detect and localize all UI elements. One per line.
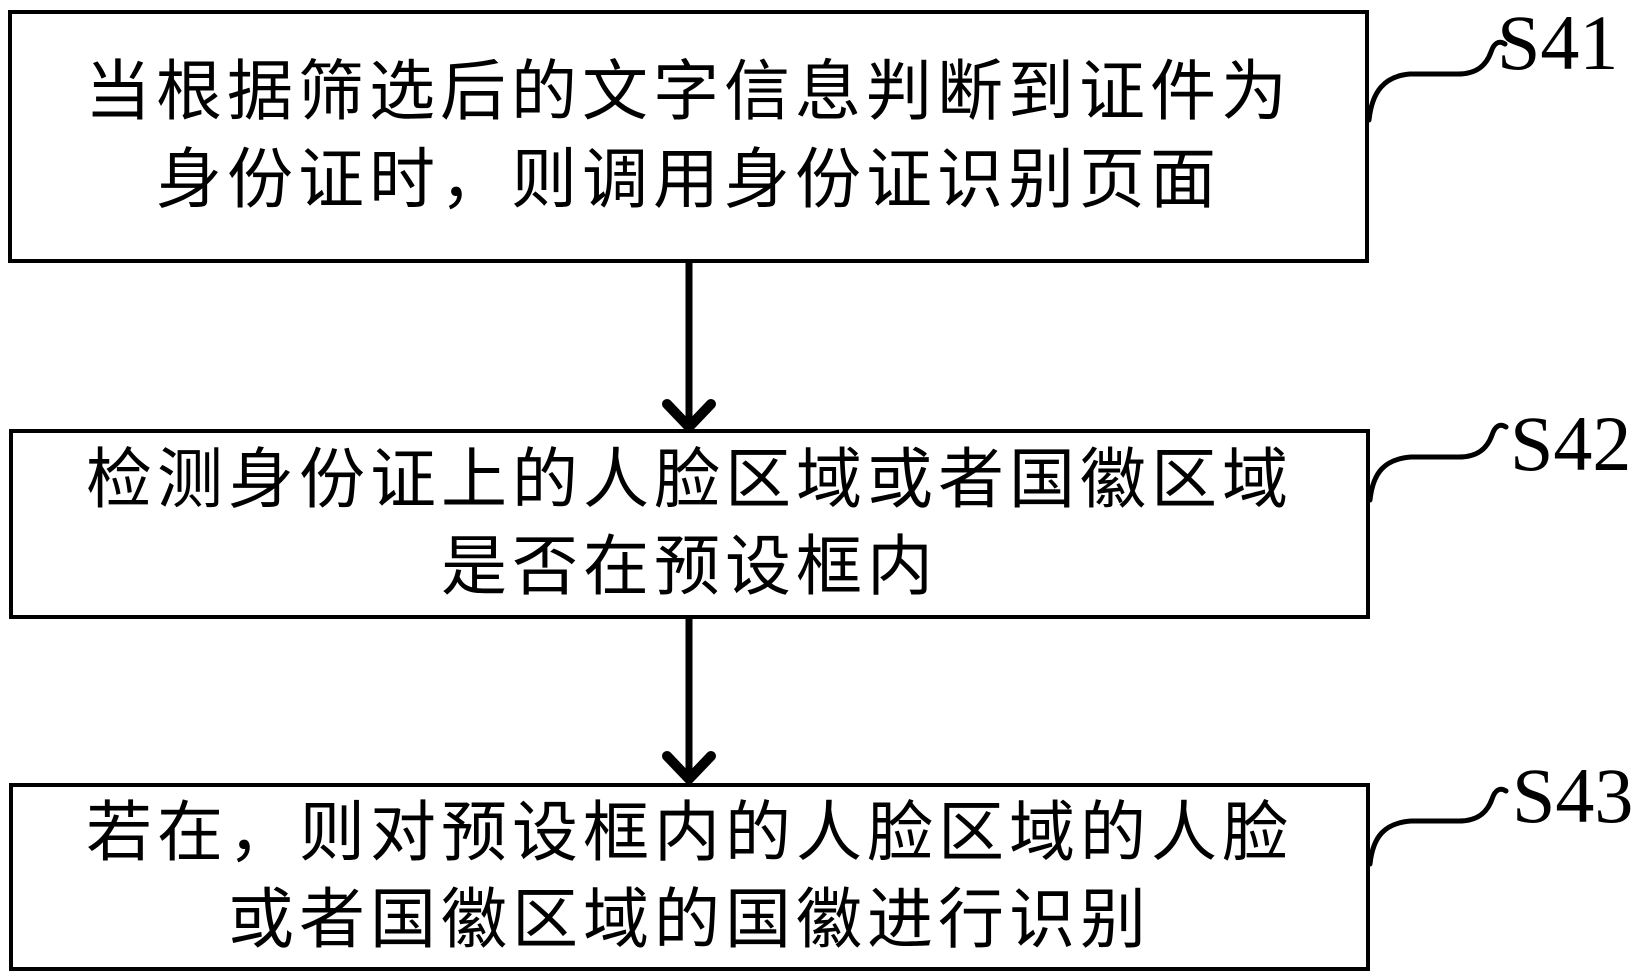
step-box-s41: 当根据筛选后的文字信息判断到证件为 身份证时，则调用身份证识别页面 [8, 10, 1369, 263]
step-box-s43: 若在，则对预设框内的人脸区域的人脸 或者国徽区域的国徽进行识别 [9, 783, 1370, 971]
arrow-s42-to-s43 [662, 619, 716, 784]
leader-line-s43 [1367, 786, 1509, 867]
step-s41-text-line-1: 当根据筛选后的文字信息判断到证件为 [85, 56, 1292, 130]
step-label-s41: S41 [1497, 0, 1619, 86]
step-s43-text-line-1: 若在，则对预设框内的人脸区域的人脸 [86, 796, 1293, 870]
step-s42-text-line-1: 检测身份证上的人脸区域或者国徽区域 [86, 443, 1293, 517]
step-box-s42: 检测身份证上的人脸区域或者国徽区域 是否在预设框内 [9, 429, 1370, 619]
step-s43-text-line-2: 或者国徽区域的国徽进行识别 [228, 884, 1151, 957]
arrow-head-icon [662, 399, 716, 432]
leader-line-s41 [1366, 39, 1508, 123]
step-s41-text-line-2: 身份证时，则调用身份证识别页面 [156, 143, 1221, 217]
arrow-s41-to-s42 [662, 263, 716, 432]
arrow-head-icon [662, 751, 716, 784]
step-label-s42: S42 [1510, 400, 1631, 487]
step-label-s43: S43 [1512, 752, 1631, 839]
leader-line-s42 [1367, 422, 1509, 503]
step-s42-text-line-2: 是否在预设框内 [441, 531, 938, 604]
